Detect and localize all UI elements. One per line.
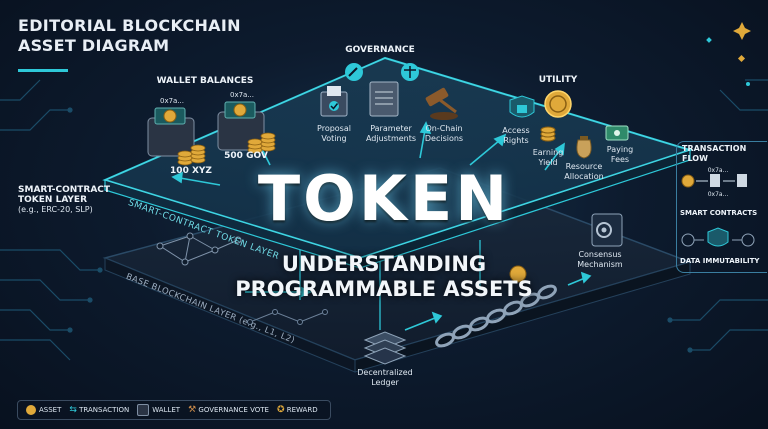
legend-reward: ✪ REWARD	[276, 405, 318, 415]
money-bag-icon	[576, 136, 592, 159]
transaction-arrows-icon: ⇆	[69, 405, 77, 415]
asset-coin-icon	[26, 405, 36, 415]
token-coin-icon	[544, 90, 572, 118]
title-line-1: EDITORIAL BLOCKCHAIN	[18, 16, 241, 35]
left-layer-label: SMART-CONTRACT TOKEN LAYER (e.g., ERC-20…	[18, 185, 128, 215]
ballot-box-icon	[320, 86, 348, 117]
left-label-line3: (e.g., ERC-20, SLP)	[18, 205, 93, 214]
coin-stack-icon	[177, 132, 276, 166]
governance-item-on-chain-decisions: On-Chain Decisions	[424, 124, 464, 143]
gavel-icon	[425, 87, 458, 120]
sparkle-icon	[733, 22, 751, 63]
wallet-balance-2: 500 GOV	[224, 151, 268, 161]
smart-contracts-label: SMART CONTRACTS	[680, 209, 758, 217]
wallet-icon	[147, 107, 195, 157]
legend-reward-icon: ✪	[276, 405, 285, 415]
data-immutability-label: DATA IMMUTABILITY	[680, 257, 760, 265]
decentralized-ledger-label: Decentralized Ledger	[357, 368, 413, 387]
legend-wallet-icon	[137, 404, 150, 416]
lock-shield-icon	[509, 95, 535, 118]
fee-bill-icon	[605, 125, 629, 141]
wallet-address-2: 0x7a...	[229, 91, 254, 99]
title-line-2: ASSET DIAGRAM	[18, 36, 170, 55]
left-label-line2: TOKEN LAYER	[18, 195, 88, 205]
sparkle-icon-2	[706, 37, 750, 86]
utility-earning-yield: Earning Yield	[532, 148, 564, 167]
utility-paying-fees: Paying Fees	[606, 145, 634, 164]
hero-subtitle-line1: UNDERSTANDING	[281, 252, 487, 276]
title-underline	[18, 69, 68, 72]
consensus-mechanism-label: Consensus Mechanism	[577, 250, 623, 269]
flow-address-2: 0x7a...	[707, 191, 729, 198]
circuit-traces-left	[0, 79, 103, 361]
scales-icon	[401, 63, 419, 81]
legend-governance-vote: ⚒ GOVERNANCE VOTE	[188, 405, 269, 415]
consensus-gear-icon	[591, 213, 623, 247]
chain-icon	[435, 284, 557, 348]
wallet-balance-1: 100 XYZ	[170, 166, 212, 176]
utility-resource-allocation: Resource Allocation	[564, 162, 604, 181]
hero-subtitle-line2: PROGRAMMABLE ASSETS	[235, 277, 533, 301]
diagram-title: EDITORIAL BLOCKCHAIN ASSET DIAGRAM	[18, 16, 241, 56]
ledger-stack-icon	[363, 331, 407, 365]
utility-access-rights: Access Rights	[502, 126, 530, 145]
base-circuit-icon	[247, 309, 328, 325]
wallet-balances-heading: WALLET BALANCES	[156, 76, 254, 86]
governance-item-parameter-adjustments: Parameter Adjustments	[365, 124, 417, 143]
legend-wallet: WALLET	[137, 404, 180, 416]
hero-title: TOKEN	[257, 162, 511, 235]
transaction-flow-icons	[681, 174, 755, 247]
earning-coins-icon	[540, 126, 556, 142]
governance-item-proposal-voting: Proposal Voting	[317, 124, 351, 143]
governance-heading: GOVERNANCE	[345, 45, 415, 55]
base-coin-icon	[509, 265, 527, 283]
wallet-address-1: 0x7a...	[159, 97, 184, 105]
legend-gavel-icon: ⚒	[188, 405, 197, 415]
utility-heading: UTILITY	[538, 75, 578, 85]
flow-address-1: 0x7a...	[707, 167, 729, 174]
transaction-flow-heading: TRANSACTION FLOW	[682, 144, 747, 163]
left-label-line1: SMART-CONTRACT	[18, 185, 111, 195]
circuit-traces-right	[667, 79, 768, 353]
legend: ASSET ⇆ TRANSACTION WALLET ⚒ GOVERNANCE …	[17, 400, 331, 420]
network-graph-icon	[156, 232, 242, 266]
legend-asset: ASSET	[26, 405, 61, 415]
transaction-flow-panel	[676, 141, 767, 273]
gavel-document-icon	[345, 63, 399, 117]
legend-transaction: ⇆ TRANSACTION	[69, 405, 130, 415]
